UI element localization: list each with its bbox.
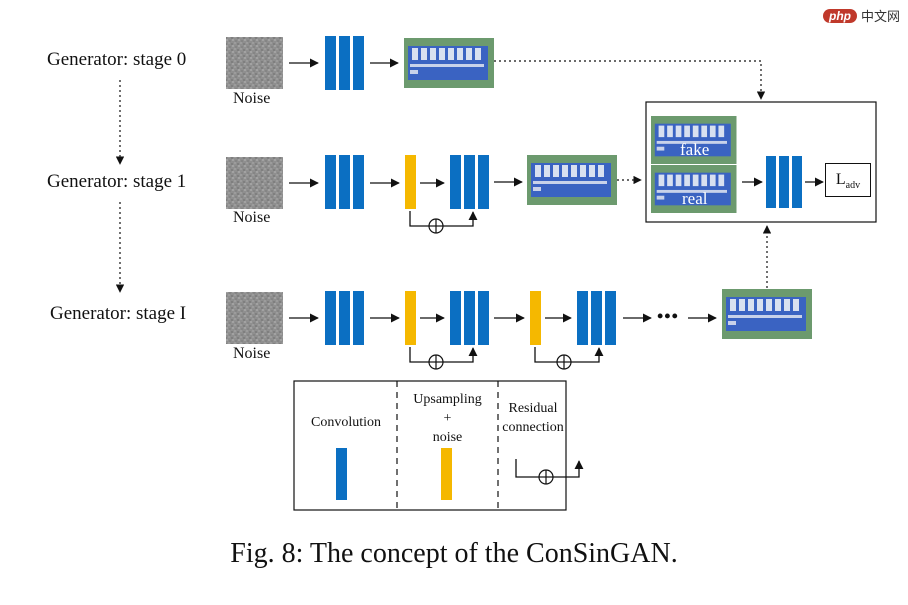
legend-conv-swatch	[336, 448, 347, 500]
ellipsis: •••	[657, 306, 679, 326]
noise-label-stage-0: Noise	[233, 90, 271, 107]
dotted-connector	[494, 60, 766, 100]
conv-block-stage-1a	[325, 155, 364, 209]
noise-image-stage-0	[226, 37, 283, 89]
output-image-stage-0	[404, 38, 494, 88]
conv-block-stage-0	[325, 36, 364, 90]
legend-residual-line1: Residual	[508, 401, 558, 416]
conv-block-stage-Ib	[450, 291, 489, 345]
legend-residual-line2: connection	[502, 420, 564, 435]
upsample-block-stage-Ia	[405, 291, 416, 345]
noise-image-stage-1	[226, 157, 283, 209]
legend-residual-label: Residual connection	[502, 399, 564, 437]
legend-upsampling-line3: noise	[432, 430, 463, 445]
legend-convolution-label: Convolution	[310, 415, 381, 430]
conv-block-stage-Ia	[325, 291, 364, 345]
loss-symbol: L	[835, 171, 846, 188]
real-label: real	[682, 189, 708, 208]
upsample-block-stage-Ib	[530, 291, 541, 345]
noise-label-stage-1: Noise	[233, 209, 271, 226]
conv-block-stage-1b	[450, 155, 489, 209]
adversarial-loss-box: Ladv	[825, 163, 871, 197]
residual-plus-icon	[428, 218, 444, 234]
output-image-stage-1	[527, 155, 617, 205]
conv-block-discriminator	[766, 156, 802, 208]
stage-I-label: Generator: stage I	[50, 303, 187, 324]
conv-block-stage-Ic	[577, 291, 616, 345]
legend-upsampling-line2: +	[443, 411, 452, 426]
fake-label: fake	[680, 140, 710, 159]
stage-1-label: Generator: stage 1	[47, 171, 187, 192]
watermark-badge: php	[822, 8, 857, 23]
figure-caption: Fig. 8: The concept of the ConSinGAN.	[230, 538, 678, 569]
stage-0-label: Generator: stage 0	[47, 49, 187, 70]
residual-plus-icon	[556, 354, 572, 370]
loss-subscript: adv	[845, 180, 861, 192]
residual-plus-icon	[428, 354, 444, 370]
watermark: php 中文网	[822, 6, 900, 25]
output-image-stage-I	[722, 289, 812, 339]
residual-plus-icon	[538, 469, 554, 485]
upsample-block-stage-1	[405, 155, 416, 209]
legend-upsample-swatch	[441, 448, 452, 500]
noise-label-stage-I: Noise	[233, 345, 271, 362]
legend-upsampling-line1: Upsampling	[413, 392, 482, 407]
legend-upsampling-label: Upsampling + noise	[400, 390, 495, 447]
noise-image-stage-I	[226, 292, 283, 344]
watermark-text: 中文网	[860, 9, 900, 24]
